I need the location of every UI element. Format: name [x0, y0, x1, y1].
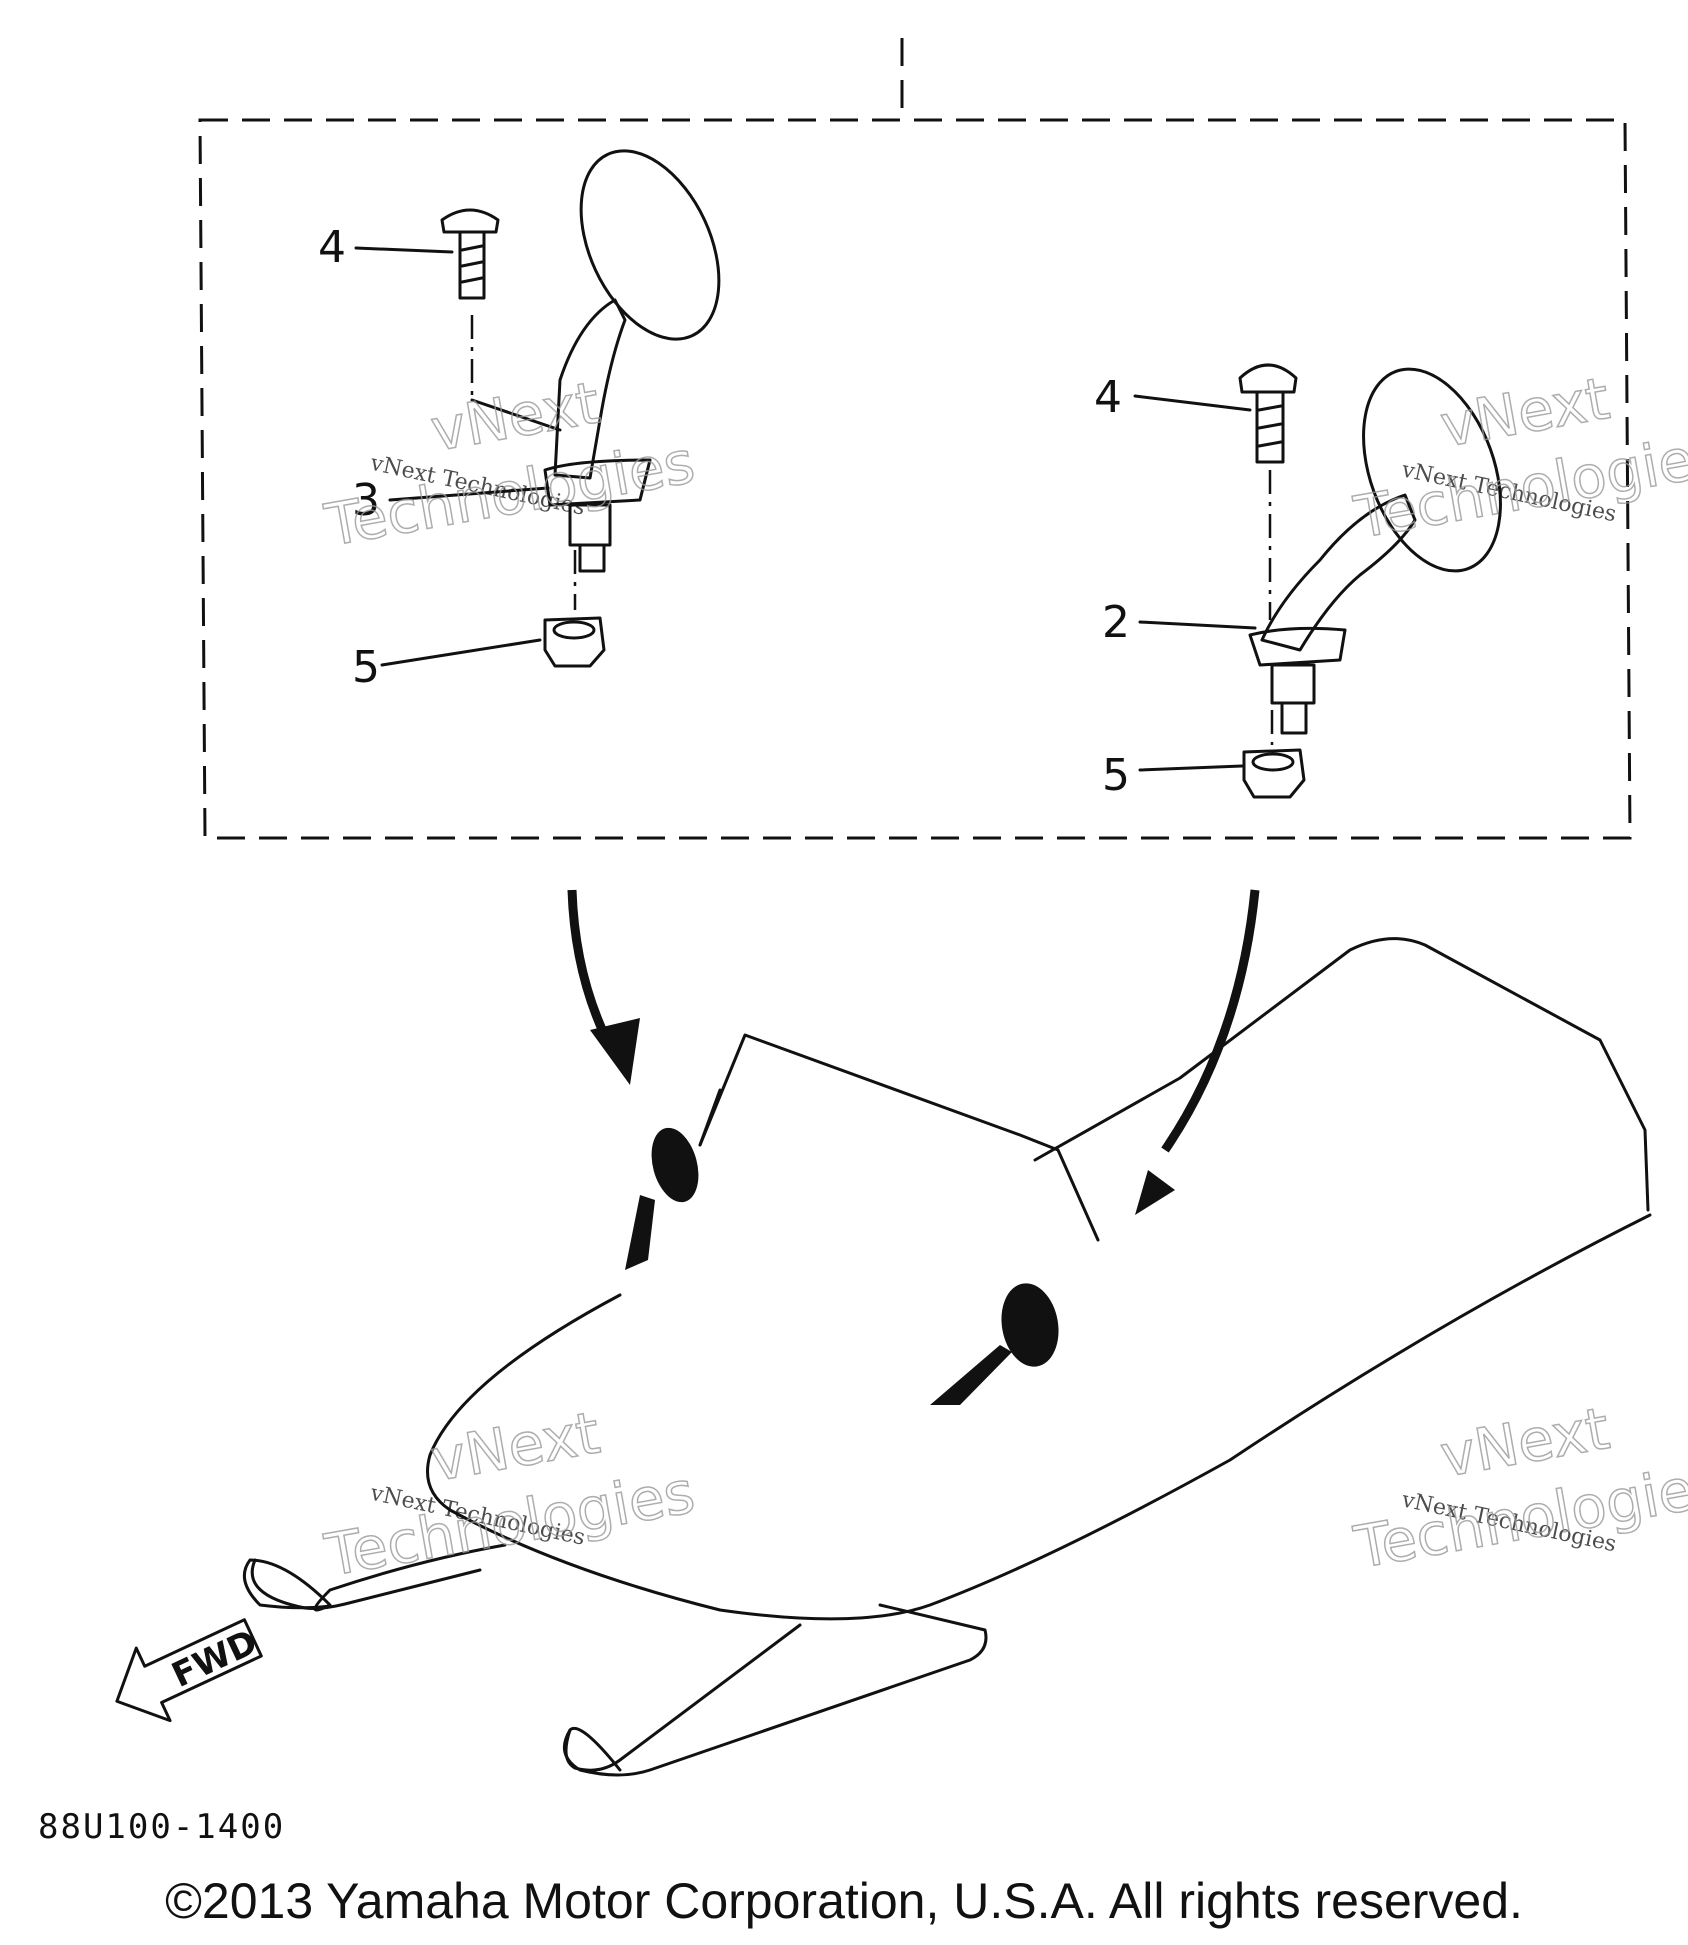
forward-direction-arrow: FWD — [115, 1618, 263, 1723]
snowmobile-outline — [242, 937, 1652, 1777]
watermarks: vNext Technologies vNext Technologies vN… — [319, 363, 1688, 1590]
left-bolt-ref: 4 — [318, 222, 346, 273]
diagram-code: 88U100-1400 — [38, 1807, 285, 1847]
left-nut-ref: 5 — [352, 642, 380, 693]
right-mirror-glass — [1362, 367, 1502, 573]
left-nut-icon — [543, 616, 606, 668]
left-mirror-assembly — [354, 149, 721, 668]
installed-right-mirror-icon — [1001, 1283, 1059, 1367]
left-bolt-icon — [440, 208, 500, 300]
install-arrows — [567, 889, 1260, 1215]
right-mirror-assembly — [1133, 363, 1502, 799]
assembly-box — [198, 118, 1632, 840]
copyright-notice: ©2013 Yamaha Motor Corporation, U.S.A. A… — [165, 1873, 1523, 1929]
right-mirror-stem — [1260, 493, 1417, 652]
right-mirror-ref: 2 — [1102, 597, 1130, 648]
left-mirror-glass — [579, 149, 721, 341]
installed-left-mirror-icon — [651, 1127, 699, 1203]
left-mirror-ref: 3 — [352, 475, 380, 526]
right-nut-icon — [1242, 748, 1306, 799]
right-bolt-icon — [1238, 363, 1298, 464]
right-bolt-ref: 4 — [1094, 372, 1122, 423]
right-nut-ref: 5 — [1102, 750, 1130, 801]
left-mirror-stem — [553, 298, 627, 480]
right-arrowhead-icon — [1135, 1170, 1175, 1215]
left-arrowhead-icon — [590, 1018, 640, 1085]
